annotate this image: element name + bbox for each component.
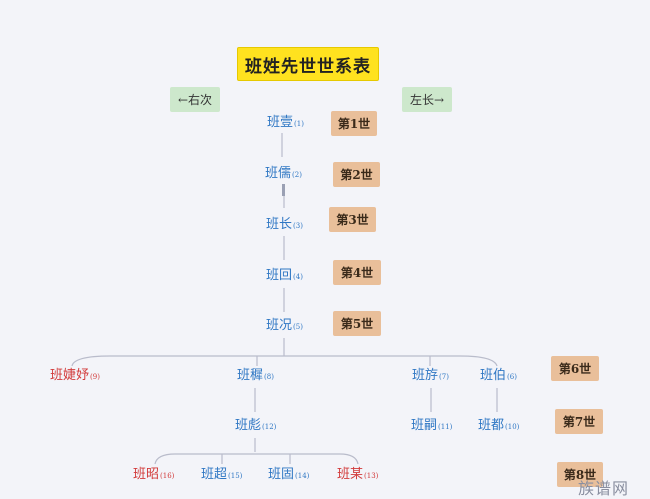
person-name: 班壹 [267, 115, 294, 130]
person-ban-you: 班斿(7) [412, 368, 449, 385]
person-ban-gu: 班固(14) [268, 467, 309, 484]
person-ban-du: 班都(10) [478, 418, 519, 435]
person-number: (14) [295, 472, 310, 480]
generation-badge-6: 第6世 [551, 356, 599, 381]
person-name: 班穉 [237, 368, 264, 383]
person-number: (6) [507, 373, 517, 381]
person-number: (13) [364, 472, 379, 480]
person-ban-bo: 班伯(6) [480, 368, 517, 385]
watermark: 族谱网 [578, 479, 630, 498]
person-ban-chao: 班超(15) [201, 467, 242, 484]
person-name: 班彪 [235, 418, 262, 433]
person-number: (11) [438, 423, 453, 431]
page-title: 班姓先世世系表 [237, 47, 379, 81]
person-number: (8) [264, 373, 274, 381]
person-ban-si: 班嗣(11) [411, 418, 452, 435]
person-ban-hui: 班回(4) [266, 268, 303, 285]
direction-left-label: ←右次 [170, 87, 220, 112]
generation-badge-7: 第7世 [555, 409, 603, 434]
person-ban-ru: 班儒(2) [265, 166, 302, 183]
person-name: 班嗣 [411, 418, 438, 433]
direction-right-label: 左长→ [402, 87, 452, 112]
person-number: (5) [293, 323, 303, 331]
person-name: 班伯 [480, 368, 507, 383]
person-number: (16) [160, 472, 175, 480]
person-name: 班儒 [265, 166, 292, 181]
person-number: (1) [294, 120, 304, 128]
person-number: (9) [90, 373, 100, 381]
person-number: (3) [293, 222, 303, 230]
person-name: 班斿 [412, 368, 439, 383]
person-number: (15) [228, 472, 243, 480]
person-name: 班都 [478, 418, 505, 433]
generation-badge-2: 第2世 [333, 162, 380, 187]
person-name: 班昭 [133, 467, 160, 482]
line-5-children [71, 338, 498, 367]
generation-badge-4: 第4世 [333, 260, 381, 285]
person-ban-kuang: 班况(5) [266, 318, 303, 335]
person-number: (7) [439, 373, 449, 381]
person-name: 班超 [201, 467, 228, 482]
person-name: 班况 [266, 318, 293, 333]
generation-badge-8: 第8世 [557, 462, 603, 487]
generation-badge-1: 第1世 [331, 111, 377, 136]
person-number: (10) [505, 423, 520, 431]
person-number: (4) [293, 273, 303, 281]
generation-badge-3: 第3世 [329, 207, 376, 232]
person-name: 班某 [337, 467, 364, 482]
person-ban-yi: 班壹(1) [267, 115, 304, 132]
person-ban-zhao: 班昭(16) [133, 467, 174, 484]
generation-badge-5: 第5世 [333, 311, 381, 336]
person-name: 班婕妤 [50, 368, 90, 383]
person-name: 班固 [268, 467, 295, 482]
person-name: 班长 [266, 217, 293, 232]
person-ban-jieyu: 班婕妤(9) [50, 368, 100, 385]
person-ban-zhi: 班穉(8) [237, 368, 274, 385]
line-marker [282, 184, 285, 196]
line-12-children [154, 438, 359, 465]
person-ban-mou: 班某(13) [337, 467, 378, 484]
person-number: (12) [262, 423, 277, 431]
person-ban-zhang: 班长(3) [266, 217, 303, 234]
person-number: (2) [292, 171, 302, 179]
person-name: 班回 [266, 268, 293, 283]
person-ban-biao: 班彪(12) [235, 418, 276, 435]
